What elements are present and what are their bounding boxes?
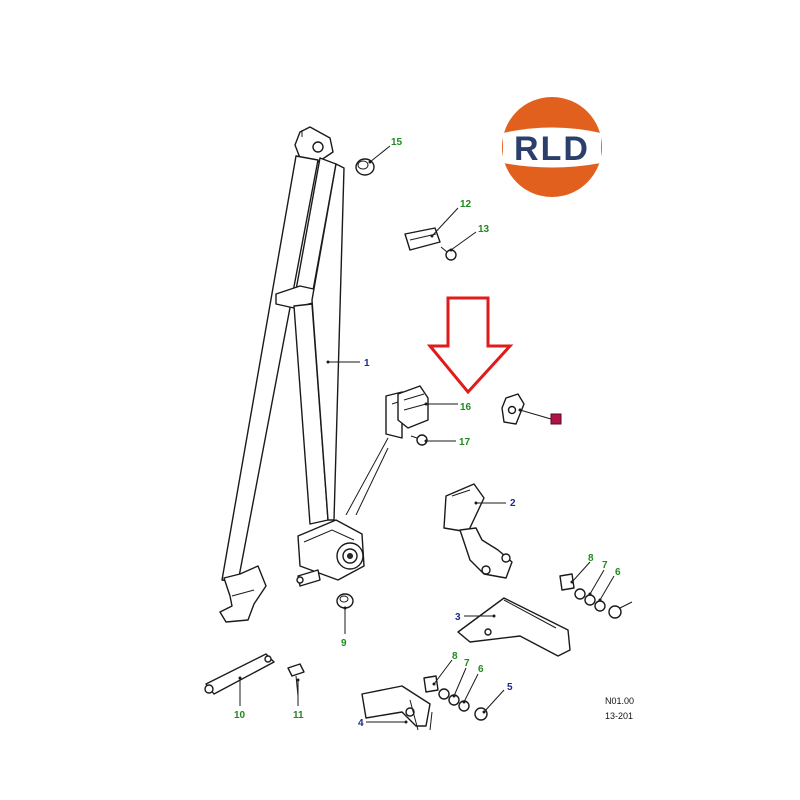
logo-band bbox=[503, 127, 601, 168]
rld-logo: RLD bbox=[502, 97, 602, 197]
callout-12: 12 bbox=[460, 199, 472, 210]
callout-15: 15 bbox=[391, 137, 403, 148]
washer-stack-lower bbox=[409, 675, 488, 731]
callout-2: 2 bbox=[510, 498, 516, 509]
part-16-height-adjuster bbox=[385, 385, 429, 439]
washer-stack-right bbox=[559, 573, 633, 619]
callout-labels: 1 2 3 4 5 6 7 8 9 10 11 12 13 15 16 17 6… bbox=[234, 137, 621, 729]
callout-8-lower: 8 bbox=[452, 651, 458, 662]
callout-16: 16 bbox=[460, 402, 472, 413]
diagram-reference: N01.00 13-201 bbox=[605, 696, 634, 721]
callout-17: 17 bbox=[459, 437, 471, 448]
callout-9: 9 bbox=[341, 638, 347, 649]
seat-belt-assembly bbox=[219, 126, 365, 623]
part-10-bar bbox=[204, 653, 275, 695]
callout-3: 3 bbox=[455, 612, 461, 623]
callout-5: 5 bbox=[507, 682, 513, 693]
part-13-screw bbox=[440, 246, 457, 261]
callout-7: 7 bbox=[602, 560, 608, 571]
red-arrow-indicator bbox=[426, 296, 514, 395]
callout-11: 11 bbox=[293, 710, 304, 721]
part-14-guide bbox=[501, 393, 525, 425]
callout-4: 4 bbox=[358, 718, 364, 729]
part-12-trim bbox=[404, 227, 441, 251]
part-2-buckle bbox=[443, 483, 513, 579]
callout-1: 1 bbox=[364, 358, 370, 369]
logo-text: RLD bbox=[514, 130, 590, 168]
part-3-bracket bbox=[457, 597, 571, 657]
part-17-bolt bbox=[410, 434, 428, 446]
callout-13: 13 bbox=[478, 224, 490, 235]
leader-lines bbox=[238, 145, 615, 724]
highlight-marker[interactable] bbox=[550, 413, 562, 425]
callout-7-lower: 7 bbox=[464, 658, 470, 669]
reference-date: 13-201 bbox=[605, 711, 633, 721]
callout-6-lower: 6 bbox=[478, 664, 484, 675]
part-4-bracket bbox=[361, 685, 431, 727]
callout-6: 6 bbox=[615, 567, 621, 578]
callout-10: 10 bbox=[234, 710, 246, 721]
reference-code: N01.00 bbox=[605, 696, 634, 706]
part-11-screw bbox=[287, 663, 305, 697]
callout-8: 8 bbox=[588, 553, 594, 564]
part-9-plug bbox=[336, 593, 354, 609]
